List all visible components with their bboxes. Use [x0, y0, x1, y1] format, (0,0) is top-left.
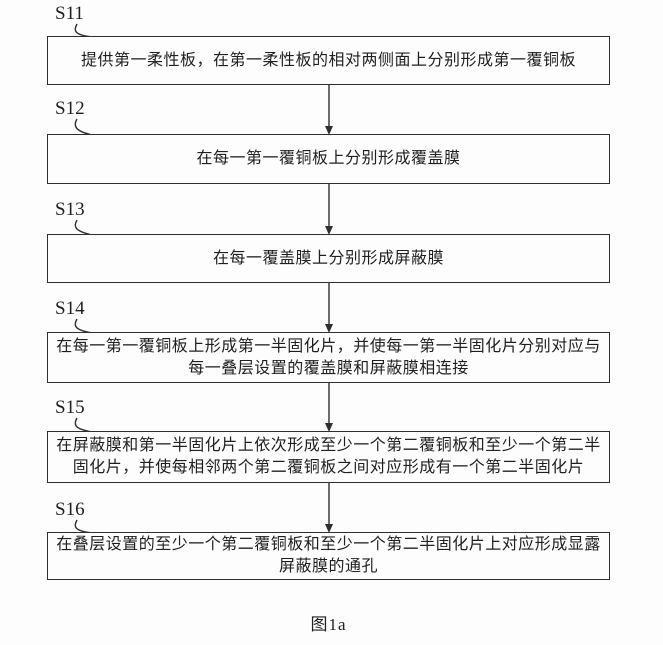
flow-step-box-s12: 在每一第一覆铜板上分别形成覆盖膜	[47, 134, 610, 184]
leader-line-s12	[74, 118, 93, 136]
step-label-s11: S11	[55, 3, 84, 24]
step-label-s15: S15	[55, 397, 85, 418]
flow-step-text: 屏蔽膜的通孔	[278, 558, 378, 575]
flow-step-text: 在叠层设置的至少一个第二覆铜板和至少一个第二半固化片上对应形成显露	[56, 536, 601, 553]
step-label-s16: S16	[55, 499, 85, 520]
step-label-s12: S12	[55, 98, 85, 119]
flow-step-box-s15: 在屏蔽膜和第一半固化片上依次形成至少一个第二覆铜板和至少一个第二半 固化片，并使…	[47, 431, 610, 483]
flow-step-box-s14: 在每一第一覆铜板上形成第一半固化片，并使每一第一半固化片分别对应与 每一叠层设置…	[47, 332, 610, 383]
flow-step-box-s11: 提供第一柔性板，在第一柔性板的相对两侧面上分别形成第一覆铜板	[47, 36, 610, 85]
figure-caption: 图1a	[310, 615, 347, 634]
flow-step-text: 在每一覆盖膜上分别形成屏蔽膜	[212, 249, 444, 267]
flow-step-text: 固化片，并使每相邻两个第二覆铜板之间对应形成有一个第二半固化片	[72, 459, 585, 476]
flow-step-text: 每一叠层设置的覆盖膜和屏蔽膜相连接	[188, 359, 469, 377]
step-label-s14: S14	[55, 298, 85, 319]
flow-step-text: 在每一第一覆铜板上分别形成覆盖膜	[196, 150, 461, 167]
flow-step-box-s13: 在每一覆盖膜上分别形成屏蔽膜	[47, 234, 610, 283]
flow-step-text: 在每一第一覆铜板上形成第一半固化片，并使每一第一半固化片分别对应与	[56, 337, 601, 355]
flow-step-text: 提供第一柔性板，在第一柔性板的相对两侧面上分别形成第一覆铜板	[80, 51, 576, 69]
leader-line-s14	[74, 318, 93, 334]
flow-step-box-s16: 在叠层设置的至少一个第二覆铜板和至少一个第二半固化片上对应形成显露 屏蔽膜的通孔	[47, 532, 610, 580]
flow-step-text: 在屏蔽膜和第一半固化片上依次形成至少一个第二覆铜板和至少一个第二半	[56, 437, 601, 454]
leader-line-s13	[74, 219, 93, 236]
step-label-s13: S13	[55, 199, 85, 220]
leader-line-s15	[74, 417, 93, 433]
